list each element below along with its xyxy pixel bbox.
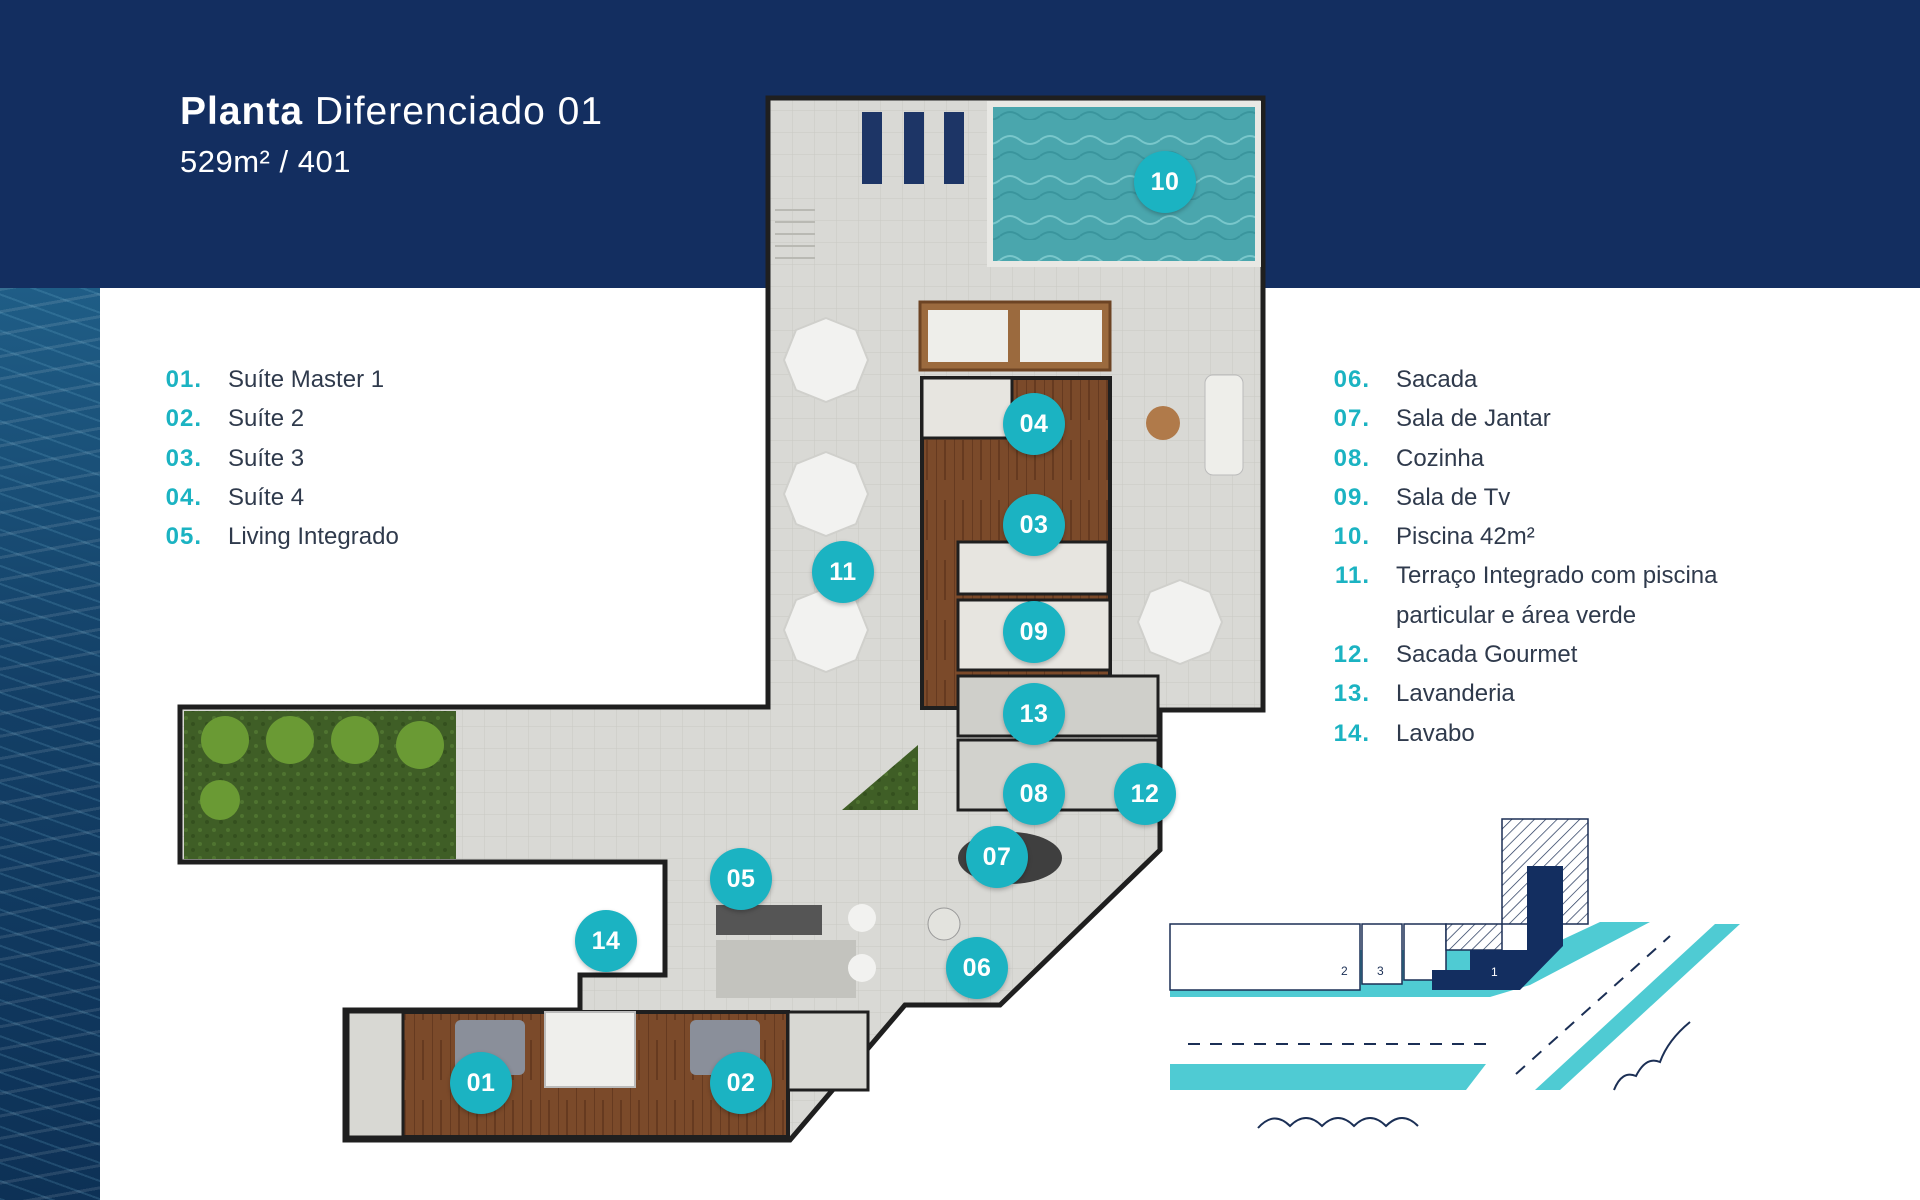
room-marker-07[interactable]: 07 <box>966 826 1028 888</box>
umbrellas <box>782 316 1224 674</box>
pergola-bed-2 <box>1020 310 1102 362</box>
sea-texture-strip <box>0 288 100 1200</box>
legend-label: Suíte 3 <box>228 444 305 472</box>
legend-item: 13. Lavanderia <box>1328 674 1718 713</box>
legend-num: 04. <box>165 483 202 511</box>
legend-num: 03. <box>165 444 202 472</box>
legend-item: 14. Lavabo <box>1328 714 1718 753</box>
legend-num: 10. <box>1333 523 1370 551</box>
legend-item: 03. Suíte 3 <box>160 439 399 478</box>
legend-label: Suíte 2 <box>228 405 305 433</box>
living-rug <box>716 940 856 998</box>
lounger-2 <box>904 112 924 184</box>
legend-item: 07. Sala de Jantar <box>1328 399 1718 438</box>
legend-num: 06. <box>1333 366 1370 393</box>
room-marker-10[interactable]: 10 <box>1134 151 1196 213</box>
road-strip <box>1535 924 1740 1090</box>
legend-label: Sacada Gourmet <box>1396 641 1578 669</box>
deck-steps <box>775 209 815 259</box>
legend-label: Sacada <box>1396 366 1478 393</box>
bath-4 <box>920 376 1014 440</box>
unit-label-2: 2 <box>1341 964 1348 978</box>
legend-label: Sala de Tv <box>1396 483 1511 511</box>
legend-num: 12. <box>1333 641 1370 669</box>
legend-num: 08. <box>1333 444 1370 472</box>
promenade <box>1170 1064 1486 1090</box>
room-marker-02[interactable]: 02 <box>710 1052 772 1114</box>
legend-left: 01. Suíte Master 1 02. Suíte 2 03. Suíte… <box>160 360 399 556</box>
legend-label: Lavabo <box>1396 719 1475 747</box>
legend-num: 11. <box>1334 562 1370 590</box>
room-marker-11[interactable]: 11 <box>812 541 874 603</box>
legend-num: 07. <box>1333 405 1370 433</box>
legend-label: Sala de Jantar <box>1396 405 1551 433</box>
legend-item: 05. Living Integrado <box>160 517 399 556</box>
legend-num: 09. <box>1333 483 1370 511</box>
legend-num: 13. <box>1333 680 1370 708</box>
legend-label: Lavanderia <box>1396 680 1515 708</box>
balcony-table <box>927 907 961 941</box>
legend-label: Suíte Master 1 <box>228 366 385 393</box>
closet-1 <box>544 1011 636 1088</box>
bath-2 <box>786 1010 870 1092</box>
legend-num: 01. <box>165 366 202 393</box>
unit-label-3: 3 <box>1377 964 1384 978</box>
wave-line-right <box>1613 1021 1691 1091</box>
site-key-map: 1 2 3 <box>1169 818 1740 1129</box>
pergola-bed-1 <box>928 310 1008 362</box>
garden-palms <box>200 716 444 820</box>
legend-num: 05. <box>165 523 202 551</box>
legend-label: Piscina 42m² <box>1396 523 1535 551</box>
legend-num: 14. <box>1333 719 1370 747</box>
neighbor-buildings <box>1169 923 1447 991</box>
pool-area <box>987 101 1261 267</box>
legend-item: 12. Sacada Gourmet <box>1328 635 1718 674</box>
legend-item: 11. Terraço Integrado com piscina <box>1328 556 1718 595</box>
legend-item: 01. Suíte Master 1 <box>160 360 399 399</box>
lounger-1 <box>862 112 882 184</box>
legend-num: 02. <box>165 405 202 433</box>
legend-continuation: particular e área verde <box>1396 601 1637 629</box>
room-marker-14[interactable]: 14 <box>575 910 637 972</box>
legend-right: 06. Sacada 07. Sala de Jantar 08. Cozinh… <box>1328 360 1718 753</box>
area-subtitle: 529m² / 401 <box>180 144 351 179</box>
title-rest: Diferenciado 01 <box>314 90 604 133</box>
lounger-3 <box>944 112 964 184</box>
wave-line-bottom <box>1257 1117 1419 1129</box>
bath-1 <box>346 1010 405 1139</box>
living-chair-1 <box>848 904 876 932</box>
unit-label-1: 1 <box>1491 965 1498 979</box>
highlighted-unit <box>1432 866 1563 990</box>
legend-label: Terraço Integrado com piscina <box>1396 562 1718 590</box>
room-marker-08[interactable]: 08 <box>1003 763 1065 825</box>
room-marker-01[interactable]: 01 <box>450 1052 512 1114</box>
room-marker-04[interactable]: 04 <box>1003 393 1065 455</box>
page-title: Planta Diferenciado 01 <box>180 90 603 134</box>
legend-item: 02. Suíte 2 <box>160 399 399 438</box>
legend-item: 10. Piscina 42m² <box>1328 517 1718 556</box>
legend-label: Cozinha <box>1396 444 1485 472</box>
legend-item: 06. Sacada <box>1328 360 1718 399</box>
terrace-sofa <box>1204 374 1244 476</box>
hatched-tower <box>1445 818 1589 951</box>
legend-item: 08. Cozinha <box>1328 439 1718 478</box>
room-marker-03[interactable]: 03 <box>1003 494 1065 556</box>
legend-item: 04. Suíte 4 <box>160 478 399 517</box>
planter-bed <box>842 745 918 810</box>
terrace-chair <box>1146 406 1180 440</box>
living-sofa <box>716 905 822 935</box>
room-marker-13[interactable]: 13 <box>1003 683 1065 745</box>
living-chair-2 <box>848 954 876 982</box>
room-marker-09[interactable]: 09 <box>1003 601 1065 663</box>
legend-label: Suíte 4 <box>228 483 305 511</box>
legend-item: 09. Sala de Tv <box>1328 478 1718 517</box>
room-marker-05[interactable]: 05 <box>710 848 772 910</box>
room-marker-12[interactable]: 12 <box>1114 763 1176 825</box>
title-bold: Planta <box>180 90 304 133</box>
title-block: Planta Diferenciado 01 529m² / 401 <box>180 90 603 180</box>
legend-label: Living Integrado <box>228 523 399 551</box>
room-marker-06[interactable]: 06 <box>946 937 1008 999</box>
